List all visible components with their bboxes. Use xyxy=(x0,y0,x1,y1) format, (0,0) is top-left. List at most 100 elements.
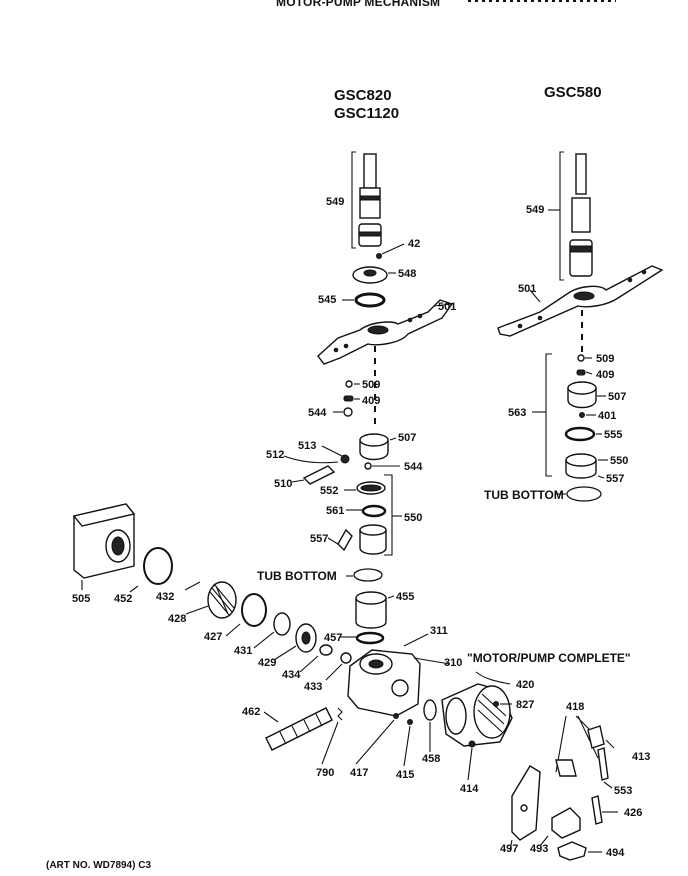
callout-458: 458 xyxy=(422,753,440,765)
callout-462: 462 xyxy=(242,706,260,718)
part-409-right xyxy=(576,369,586,376)
model-gsc820: GSC820 xyxy=(334,87,392,104)
model-gsc580: GSC580 xyxy=(544,84,602,101)
callout-409-left: 409 xyxy=(362,395,380,407)
tube-sleeve xyxy=(359,187,381,219)
callout-432: 432 xyxy=(156,591,174,603)
right-assembly xyxy=(497,151,664,502)
part-493 xyxy=(551,807,581,839)
callout-509-left: 509 xyxy=(362,379,380,391)
callout-549-right: 549 xyxy=(526,204,544,216)
callout-428: 428 xyxy=(168,613,186,625)
callout-311: 311 xyxy=(430,625,448,637)
callout-513: 513 xyxy=(298,440,316,452)
worm-462 xyxy=(265,707,333,751)
screw-42 xyxy=(376,253,382,259)
upper-tube xyxy=(363,153,377,189)
callout-550-right: 550 xyxy=(610,455,628,467)
callout-510: 510 xyxy=(274,478,292,490)
motor-pump-complete-label: "MOTOR/PUMP COMPLETE" xyxy=(467,651,631,665)
callout-409-right: 409 xyxy=(596,369,614,381)
part-401 xyxy=(579,412,585,418)
callout-455: 455 xyxy=(396,591,414,603)
part-426 xyxy=(591,795,603,825)
callout-549-left: 549 xyxy=(326,196,344,208)
bracket-497 xyxy=(511,765,541,841)
callout-457: 457 xyxy=(324,632,342,644)
callout-434: 434 xyxy=(282,669,301,681)
bracket-563 xyxy=(545,353,552,477)
callout-431: 431 xyxy=(234,645,252,657)
part-417 xyxy=(393,713,399,719)
callout-417: 417 xyxy=(350,767,368,779)
bracket-549-left xyxy=(351,151,356,249)
ring-457 xyxy=(355,631,385,645)
tub-bottom-label-right: TUB BOTTOM xyxy=(484,488,564,502)
motor-pump-assembly xyxy=(72,503,618,861)
part-544b xyxy=(364,462,372,470)
bracket-553b xyxy=(597,747,609,781)
callout-507-left: 507 xyxy=(398,432,416,444)
part-509 xyxy=(345,380,353,388)
part-509-right xyxy=(577,354,585,362)
art-number: (ART NO. WD7894) C3 xyxy=(46,860,152,871)
ring-555 xyxy=(564,426,596,442)
spring-790 xyxy=(337,707,343,721)
callout-413: 413 xyxy=(632,751,650,763)
diagram-title: MOTOR-PUMP MECHANISM xyxy=(276,0,441,9)
part-413 xyxy=(587,725,605,749)
callout-505: 505 xyxy=(72,593,90,605)
tub-bottom-ring-right xyxy=(566,486,602,502)
callout-494: 494 xyxy=(606,847,625,859)
callout-552: 552 xyxy=(320,485,338,497)
callout-544b: 544 xyxy=(404,461,423,473)
ring-431 xyxy=(273,612,291,636)
callout-563: 563 xyxy=(508,407,526,419)
callout-310: 310 xyxy=(444,657,462,669)
tube-right xyxy=(569,239,593,277)
part-512-line xyxy=(283,455,339,464)
callout-544a: 544 xyxy=(308,407,327,419)
callout-401: 401 xyxy=(598,410,616,422)
callout-420: 420 xyxy=(516,679,534,691)
filter-557 xyxy=(359,529,387,555)
callout-557-right: 557 xyxy=(606,473,624,485)
ring-561 xyxy=(361,504,387,518)
callout-414: 414 xyxy=(460,783,479,795)
callout-507-right: 507 xyxy=(608,391,626,403)
callout-501-left: 501 xyxy=(438,301,456,313)
part-434 xyxy=(319,644,333,656)
part-510 xyxy=(302,465,336,485)
part-827 xyxy=(493,701,499,707)
callout-548: 548 xyxy=(398,268,416,280)
callout-426: 426 xyxy=(624,807,642,819)
callout-497: 497 xyxy=(500,843,518,855)
wire-420 xyxy=(475,671,511,685)
part-494 xyxy=(557,841,587,861)
callout-452: 452 xyxy=(114,593,132,605)
part-433 xyxy=(340,652,352,664)
callout-429: 429 xyxy=(258,657,276,669)
callout-545: 545 xyxy=(318,294,336,306)
tub-bottom-label-left: TUB BOTTOM xyxy=(257,569,337,583)
callout-550-left: 550 xyxy=(404,512,422,524)
part-458 xyxy=(423,699,437,721)
bracket-549-right xyxy=(559,151,564,281)
washer-545 xyxy=(354,292,386,308)
callout-509-right: 509 xyxy=(596,353,614,365)
part-414 xyxy=(468,740,476,748)
tub-bottom-ring-left xyxy=(353,568,383,582)
callout-827: 827 xyxy=(516,699,534,711)
ring-427 xyxy=(241,593,267,627)
callout-501-right: 501 xyxy=(518,283,536,295)
callout-557-left: 557 xyxy=(310,533,328,545)
part-415 xyxy=(407,719,413,725)
clamp-452 xyxy=(143,547,173,585)
callout-512: 512 xyxy=(266,449,284,461)
model-gsc1120: GSC1120 xyxy=(334,105,400,122)
part-455 xyxy=(355,597,387,629)
bracket-553a xyxy=(555,759,577,777)
callout-numbers: 549 42 548 545 501 509 409 544 513 507 5… xyxy=(72,196,650,859)
